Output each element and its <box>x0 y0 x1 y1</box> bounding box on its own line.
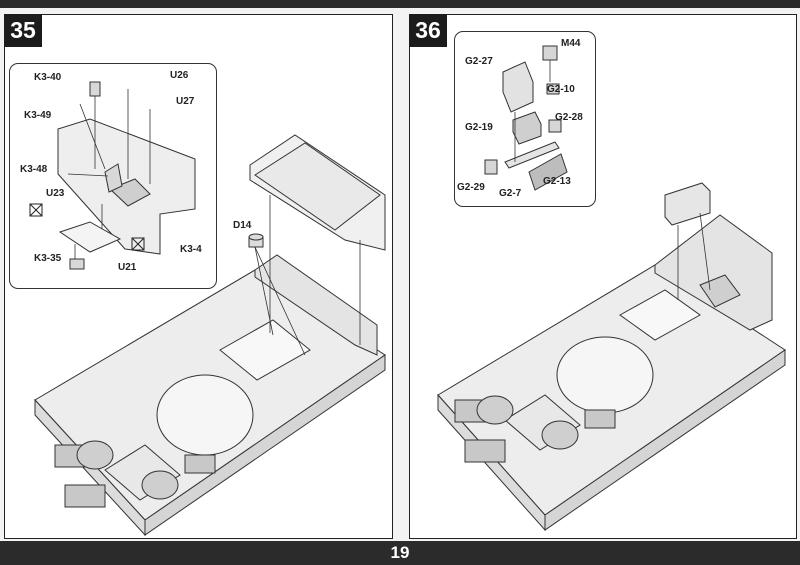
label-g2-13: G2-13 <box>543 176 571 187</box>
label-u27: U27 <box>176 96 195 107</box>
label-g2-28: G2-28 <box>555 112 583 123</box>
label-u21: U21 <box>118 262 137 273</box>
label-g2-7: G2-7 <box>499 188 522 199</box>
label-k3-49: K3-49 <box>24 110 52 121</box>
step-35-panel: 35 <box>4 14 393 539</box>
label-g2-19: G2-19 <box>465 122 493 133</box>
callout-drawing-35 <box>29 81 196 270</box>
step-36-panel: 36 <box>409 14 797 539</box>
label-k3-4: K3-4 <box>180 244 202 255</box>
label-k3-40: K3-40 <box>34 72 62 83</box>
hull-drawing-36 <box>437 182 786 532</box>
hull-drawing-35 <box>34 134 386 537</box>
callout-drawing-36 <box>484 45 568 191</box>
bottom-bar <box>0 541 800 565</box>
label-m44: M44 <box>561 38 581 49</box>
label-u26: U26 <box>170 70 189 81</box>
top-bar <box>0 0 800 8</box>
page-number: 19 <box>390 543 410 562</box>
callout-box-35: K3-40 U26 K3-49 U27 K3-48 U23 K3-35 U21 … <box>9 63 217 289</box>
label-g2-10: G2-10 <box>547 84 575 95</box>
label-k3-48: K3-48 <box>20 164 48 175</box>
step-number-35: 35 <box>4 14 42 47</box>
label-g2-29: G2-29 <box>457 182 485 193</box>
label-k3-35: K3-35 <box>34 253 62 264</box>
label-g2-27: G2-27 <box>465 56 493 67</box>
callout-box-36: M44 G2-27 G2-10 G2-19 G2-28 G2-29 G2-7 G… <box>454 31 596 207</box>
label-d14: D14 <box>233 220 252 231</box>
step-number-36: 36 <box>409 14 447 47</box>
label-u23: U23 <box>46 188 65 199</box>
